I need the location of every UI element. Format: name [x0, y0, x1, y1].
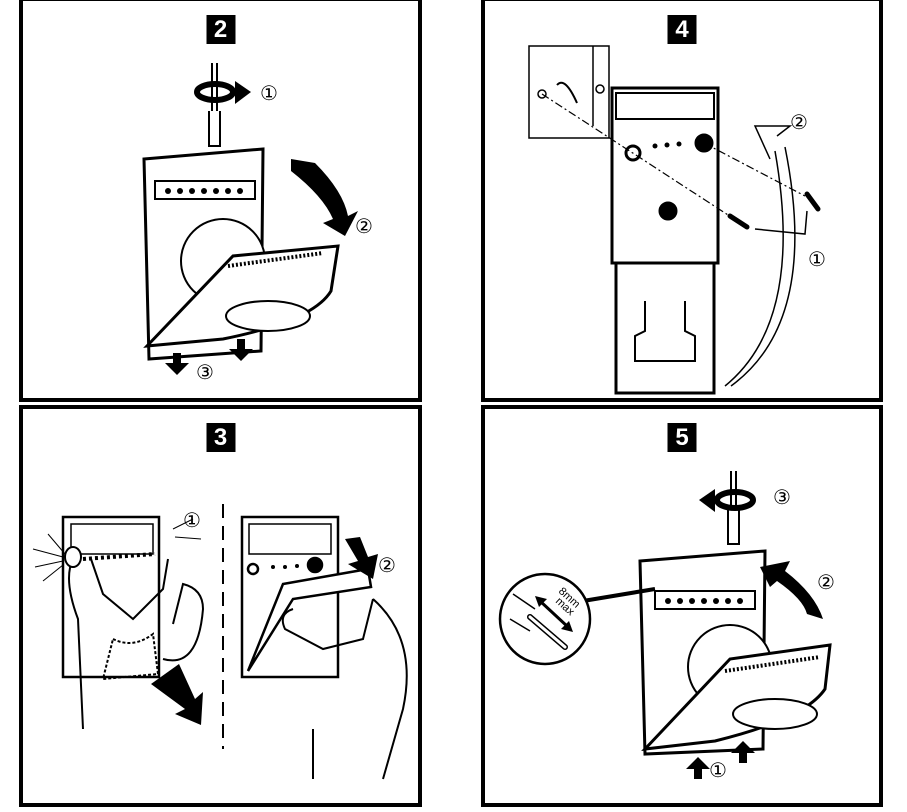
- wall-box: [528, 45, 610, 139]
- hand-icon: [281, 598, 408, 780]
- step-5-panel: 5 ③ ② ①: [481, 405, 883, 807]
- up-arrow-icon: [686, 741, 755, 779]
- step-number-badge: 2: [206, 15, 235, 44]
- callout-2: ②: [355, 214, 373, 238]
- double-arrow-icon: [535, 596, 573, 632]
- callout-2: ②: [378, 553, 396, 577]
- rotate-arrow-icon: [699, 489, 756, 512]
- step-number-badge: 4: [667, 15, 697, 44]
- thermostat-cover: [143, 244, 340, 348]
- rotate-arrow-icon: [194, 81, 251, 104]
- thermostat-device-right: [240, 515, 373, 679]
- callout-1: ①: [808, 247, 826, 271]
- hand-icon: [64, 546, 205, 730]
- callout-3: ③: [773, 485, 791, 509]
- thermostat-device-left: [61, 515, 161, 679]
- base-plate: [610, 86, 720, 395]
- down-arrow-icon: [345, 537, 378, 579]
- swing-arrow-icon: [291, 159, 358, 236]
- step-4-panel: 4 ①: [481, 0, 883, 402]
- down-arrow-icon: [165, 339, 253, 375]
- thermostat-cover: [641, 643, 832, 751]
- swing-arrow-icon: [760, 561, 823, 619]
- callout-1: ①: [260, 81, 278, 105]
- step-3-illustration: ① ②: [32, 504, 408, 780]
- callout-1: ①: [183, 508, 201, 532]
- callout-1: ①: [709, 758, 727, 782]
- screwdriver-icon: [208, 63, 221, 147]
- step-3-panel: 3 ①: [19, 405, 422, 807]
- screw-icon: [727, 191, 821, 230]
- callout-2: ②: [817, 570, 835, 594]
- step-4-illustration: ① ②: [528, 45, 826, 395]
- callout-2: ②: [790, 110, 808, 134]
- release-spark-icon: [32, 518, 202, 582]
- step-number-badge: 3: [206, 423, 235, 452]
- step-number-badge: 5: [667, 423, 697, 452]
- down-arrow-icon: [151, 664, 203, 725]
- wire-strip-detail: 8mm max: [498, 572, 656, 666]
- step-2-panel: 2 ① ②: [19, 0, 422, 402]
- callout-3: ③: [196, 360, 214, 384]
- swing-arrow-icon: [724, 125, 796, 387]
- step-2-illustration: ① ② ③: [142, 63, 373, 384]
- step-5-illustration: ③ ② ①: [498, 471, 835, 782]
